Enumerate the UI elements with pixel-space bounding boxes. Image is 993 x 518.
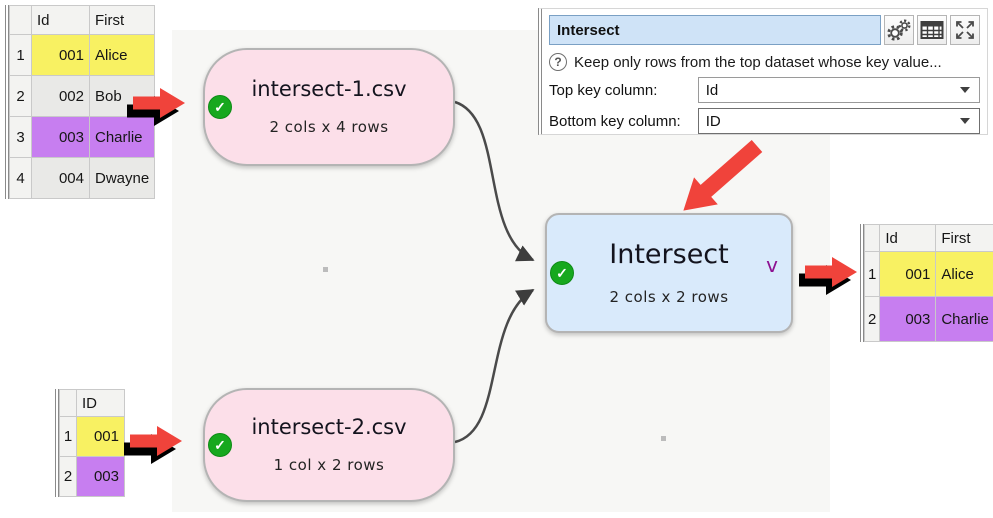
cell: Charlie	[935, 296, 993, 342]
cell: 003	[879, 296, 937, 342]
corner-cell	[863, 224, 881, 252]
cell: 001	[879, 251, 937, 297]
ok-status-icon	[550, 261, 574, 285]
top-key-row: Top key column: Id	[549, 77, 980, 103]
chevron-down-icon	[960, 87, 970, 93]
chevron-down-icon	[960, 118, 970, 124]
cell: 002	[31, 75, 90, 117]
cell: Bob	[88, 75, 156, 117]
table-row: 2 003 Charlie	[863, 296, 993, 342]
column-header: Id	[31, 5, 90, 35]
bottom-key-value: ID	[705, 112, 721, 130]
row-number: 2	[9, 75, 32, 117]
gears-icon	[887, 19, 911, 41]
column-header: ID	[76, 389, 125, 417]
help-text: Keep only rows from the top dataset whos…	[574, 53, 942, 71]
help-icon[interactable]	[549, 53, 567, 71]
table-header-row: ID	[59, 389, 125, 417]
expand-button[interactable]	[950, 15, 980, 45]
table-row: 4 004 Dwayne	[9, 157, 156, 199]
version-badge: v	[766, 253, 778, 277]
column-header: First	[88, 5, 156, 35]
row-number: 3	[9, 116, 32, 158]
table-row: 2 003	[59, 456, 125, 497]
grid-dot	[323, 267, 328, 272]
cell: 001	[76, 416, 125, 457]
column-header: Id	[879, 224, 937, 252]
column-header: First	[935, 224, 993, 252]
ok-status-icon	[208, 433, 232, 457]
top-key-value: Id	[705, 81, 719, 99]
table-row: 2 002 Bob	[9, 75, 156, 117]
output-data-table: Id First 1 001 Alice 2 003 Charlie	[860, 224, 993, 342]
table-header-row: Id First	[863, 224, 993, 252]
row-number: 2	[863, 296, 881, 342]
cell: 003	[76, 456, 125, 497]
node-intersect-2-csv[interactable]: intersect-2.csv 1 col x 2 rows	[203, 388, 455, 502]
settings-gears-button[interactable]	[884, 15, 914, 45]
cell: Dwayne	[88, 157, 156, 199]
node-title: intersect-1.csv	[251, 77, 407, 101]
bottom-key-row: Bottom key column: ID	[549, 108, 980, 134]
corner-cell	[59, 389, 77, 417]
panel-help-row: Keep only rows from the top dataset whos…	[549, 52, 980, 72]
cell: 003	[31, 116, 90, 158]
input2-data-table: ID 1 001 2 003	[55, 389, 125, 497]
grid-dot	[661, 436, 666, 441]
row-number: 4	[9, 157, 32, 199]
node-title: intersect-2.csv	[251, 415, 407, 439]
row-number: 1	[863, 251, 881, 297]
node-subtitle: 2 cols x 4 rows	[269, 118, 389, 136]
row-number: 1	[59, 416, 77, 457]
top-key-select[interactable]: Id	[697, 77, 980, 103]
cell: Alice	[88, 34, 156, 76]
node-title: Intersect	[609, 239, 729, 270]
cell: Charlie	[88, 116, 156, 158]
transform-settings-panel: Keep only rows from the top dataset whos…	[538, 8, 988, 135]
input1-data-table: Id First 1 001 Alice 2 002 Bob 3 003 Cha…	[5, 5, 156, 199]
corner-cell	[9, 5, 32, 35]
expand-icon	[956, 21, 974, 39]
ok-status-icon	[208, 95, 232, 119]
table-row: 3 003 Charlie	[9, 116, 156, 158]
node-subtitle: 2 cols x 2 rows	[609, 288, 729, 306]
cell: Alice	[935, 251, 993, 297]
top-key-label: Top key column:	[549, 81, 658, 99]
cell: 001	[31, 34, 90, 76]
node-intersect-1-csv[interactable]: intersect-1.csv 2 cols x 4 rows	[203, 48, 455, 166]
table-row: 1 001	[59, 416, 125, 457]
table-icon	[920, 21, 944, 39]
transform-name-input[interactable]	[549, 15, 881, 45]
cell: 004	[31, 157, 90, 199]
table-row: 1 001 Alice	[9, 34, 156, 76]
row-number: 1	[9, 34, 32, 76]
bottom-key-label: Bottom key column:	[549, 112, 681, 130]
row-number: 2	[59, 456, 77, 497]
bottom-key-select[interactable]: ID	[697, 108, 980, 134]
panel-title-row	[549, 15, 980, 45]
node-intersect-transform[interactable]: Intersect 2 cols x 2 rows v	[545, 213, 793, 333]
node-subtitle: 1 col x 2 rows	[273, 456, 385, 474]
table-header-row: Id First	[9, 5, 156, 35]
table-view-button[interactable]	[917, 15, 947, 45]
table-row: 1 001 Alice	[863, 251, 993, 297]
